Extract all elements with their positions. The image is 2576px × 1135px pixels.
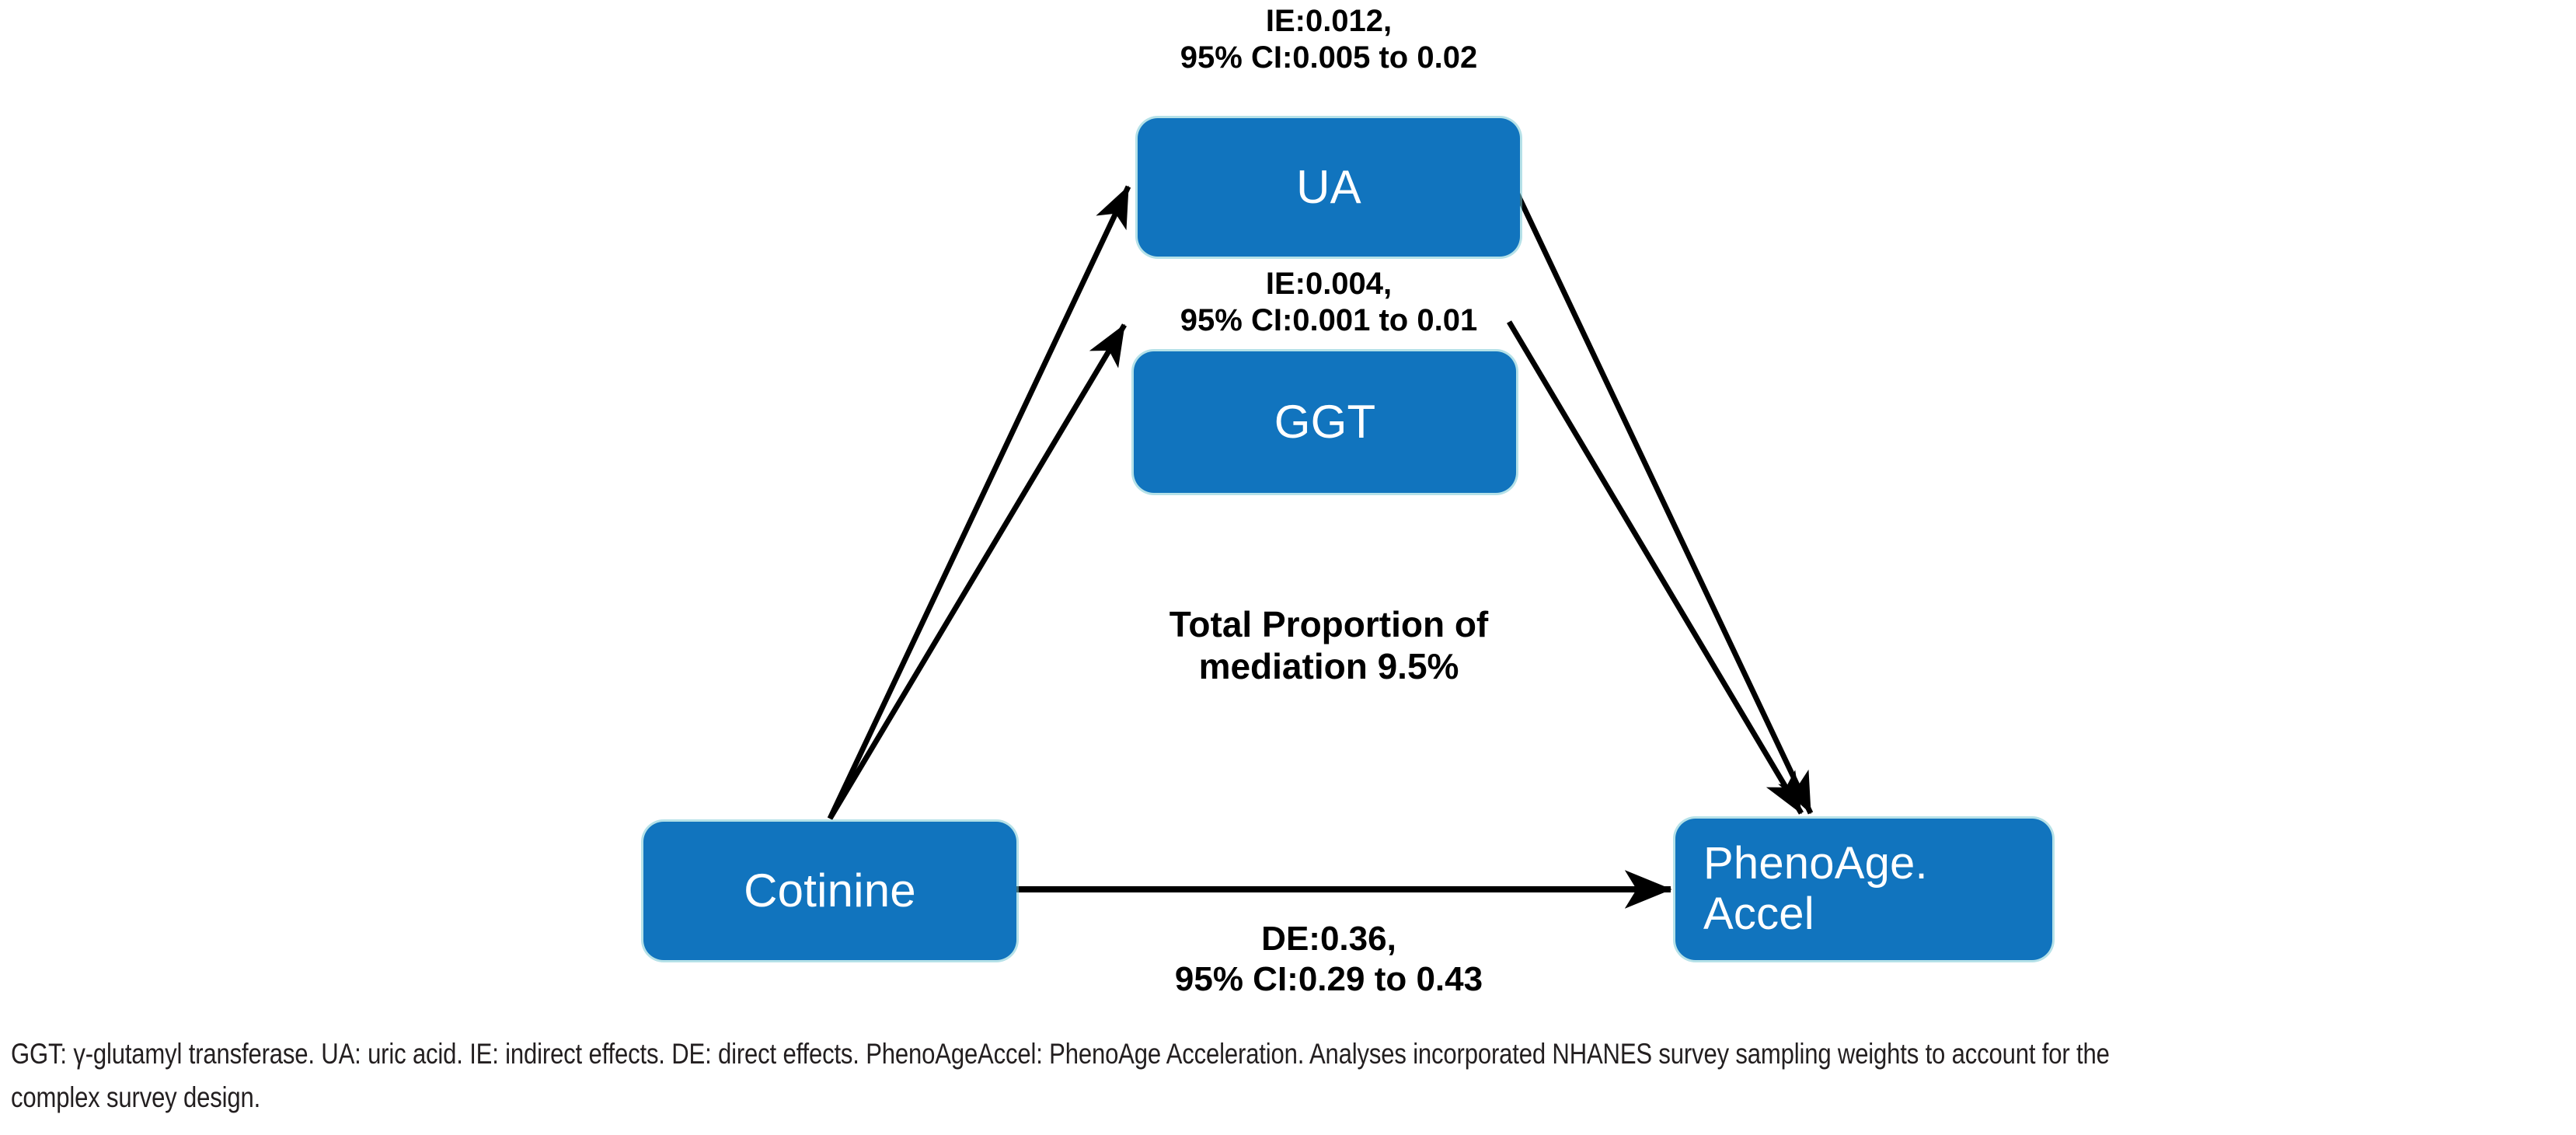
node-phenoage-accel[interactable]: PhenoAge. Accel <box>1675 819 2052 960</box>
edge-label-indirect-effect-ua: IE:0.012, 95% CI:0.005 to 0.02 <box>1180 4 1478 75</box>
edge-label-indirect-effect-ggt: IE:0.004, 95% CI:0.001 to 0.01 <box>1180 267 1478 338</box>
edge-label-direct-effect: DE:0.36, 95% CI:0.29 to 0.43 <box>1174 920 1483 998</box>
node-ggt[interactable]: GGT <box>1134 351 1516 493</box>
node-phenoage-accel-label: PhenoAge. Accel <box>1703 838 1928 939</box>
node-ua-label: UA <box>1296 161 1361 214</box>
arrow-cotinine-to-ggt <box>827 323 1128 820</box>
figure-footnote: GGT: γ-glutamyl transferase. UA: uric ac… <box>11 1038 2110 1114</box>
arrow-ggt-to-phenoage <box>1506 320 1804 815</box>
node-ggt-label: GGT <box>1274 396 1376 449</box>
node-cotinine[interactable]: Cotinine <box>643 822 1016 960</box>
node-ua[interactable]: UA <box>1138 118 1520 257</box>
label-total-proportion-mediation: Total Proportion of mediation 9.5% <box>1169 604 1489 687</box>
node-cotinine-label: Cotinine <box>744 864 916 917</box>
